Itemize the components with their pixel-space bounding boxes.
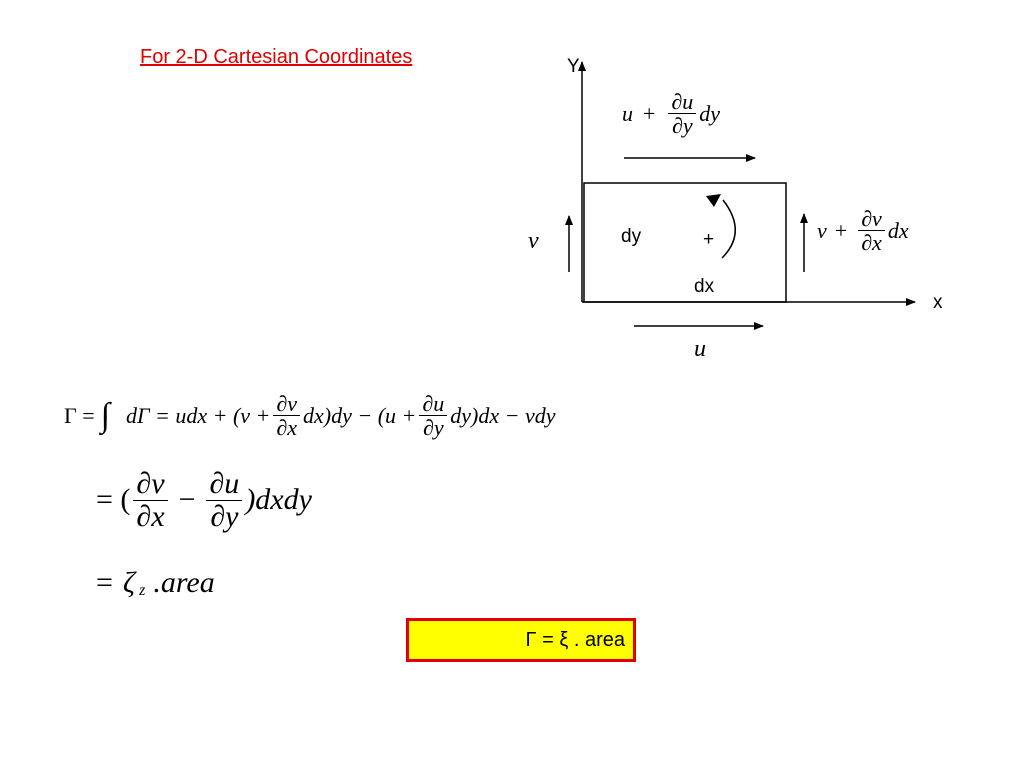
bottom-u-label: u bbox=[694, 336, 706, 362]
eq1-lhs: Γ = bbox=[64, 402, 95, 428]
eq3-subscript: z bbox=[139, 582, 146, 599]
element-rectangle bbox=[583, 182, 787, 303]
top-plus: + bbox=[643, 100, 656, 126]
right-fraction: ∂v ∂x bbox=[858, 207, 885, 254]
eq1-f2-numerator: ∂u bbox=[419, 392, 448, 417]
eq1-f2-denominator: ∂y bbox=[423, 415, 444, 441]
eq1-mid2: dx)dy − (u + bbox=[303, 402, 417, 428]
x-axis-label: x bbox=[933, 292, 943, 313]
result-text: Γ = ξ . area bbox=[525, 628, 625, 651]
eq1-f1-numerator: ∂v bbox=[273, 392, 301, 417]
eq2-tail: )dxdy bbox=[245, 483, 312, 516]
dx-label: dx bbox=[694, 276, 715, 297]
eq2-fraction-2: ∂u ∂y bbox=[206, 468, 243, 533]
eq2-lhs: = ( bbox=[96, 483, 131, 516]
eq1-fraction-2: ∂u ∂y bbox=[419, 392, 448, 441]
integral-sign: ∫ bbox=[100, 396, 110, 434]
rotation-arrowhead bbox=[706, 194, 721, 207]
circulation-equation: Γ = ∫ dΓ = udx + (v + ∂v ∂x dx)dy − (u +… bbox=[64, 392, 556, 439]
vorticity-area-equation: = ζ z .area bbox=[96, 566, 215, 600]
plus-label: + bbox=[703, 229, 715, 250]
result-box: Γ = ξ . area bbox=[406, 618, 636, 662]
eq3-tail: .area bbox=[153, 566, 215, 599]
eq1-f1-denominator: ∂x bbox=[276, 415, 298, 441]
eq1-tail: dy)dx − vdy bbox=[450, 402, 556, 428]
eq3-zeta: ζ bbox=[122, 566, 136, 599]
eq2-f1-numerator: ∂v bbox=[133, 468, 168, 501]
right-tail: dx bbox=[887, 217, 909, 243]
eq2-f1-denominator: ∂x bbox=[136, 499, 165, 533]
simplified-equation: = ( ∂v ∂x − ∂u ∂y )dxdy bbox=[96, 468, 312, 532]
y-axis-label: Y bbox=[567, 56, 580, 77]
top-velocity-expression: u + ∂u ∂y dy bbox=[622, 90, 720, 137]
eq2-minus: − bbox=[178, 483, 196, 516]
right-velocity-expression: v + ∂v ∂x dx bbox=[817, 207, 909, 254]
top-tail: dy bbox=[699, 100, 721, 126]
top-fraction: ∂u ∂y bbox=[668, 90, 697, 139]
eq2-fraction-1: ∂v ∂x bbox=[133, 468, 168, 533]
dy-label: dy bbox=[621, 226, 642, 247]
eq1-fraction-1: ∂v ∂x bbox=[273, 392, 301, 441]
right-v: v bbox=[817, 217, 827, 243]
top-u: u bbox=[622, 100, 633, 126]
right-fraction-numerator: ∂v bbox=[858, 207, 885, 232]
rotation-arc bbox=[721, 199, 736, 259]
eq2-f2-denominator: ∂y bbox=[210, 499, 239, 533]
eq3-equals: = bbox=[96, 566, 113, 599]
right-fraction-denominator: ∂x bbox=[861, 230, 882, 256]
top-fraction-denominator: ∂y bbox=[672, 113, 693, 139]
right-plus: + bbox=[834, 217, 848, 243]
page-title: For 2-D Cartesian Coordinates bbox=[140, 46, 413, 68]
eq2-f2-numerator: ∂u bbox=[206, 468, 243, 501]
eq1-mid: dΓ = udx + (v + bbox=[125, 402, 271, 428]
top-fraction-numerator: ∂u bbox=[668, 90, 697, 115]
left-v-label: v bbox=[528, 228, 539, 254]
